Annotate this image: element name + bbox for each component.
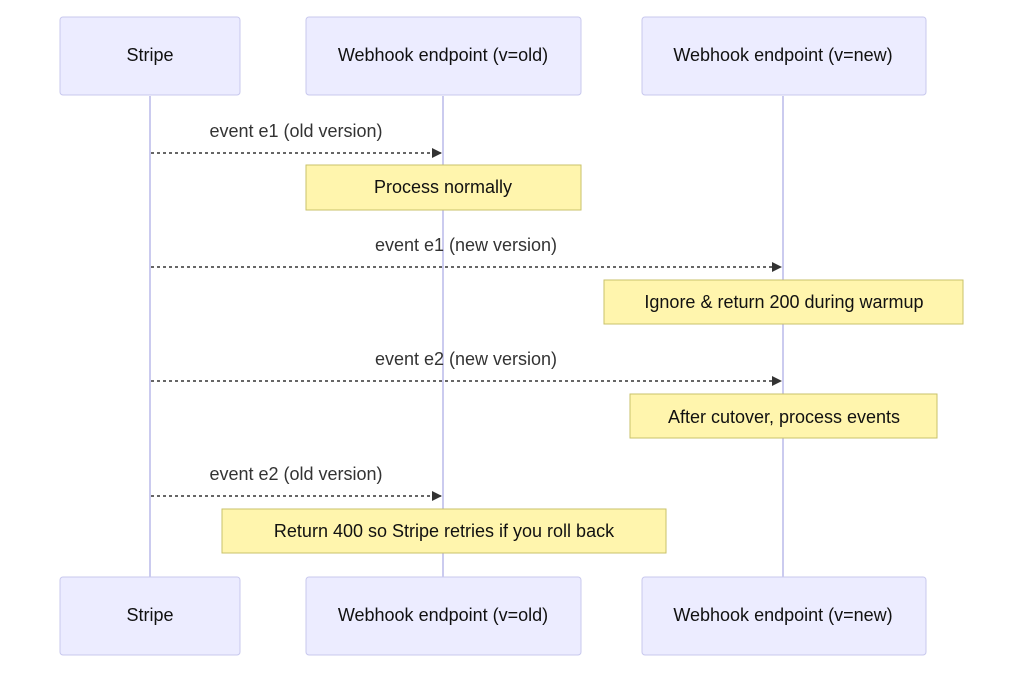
participant-label: Webhook endpoint (v=old) [338, 605, 548, 625]
note-text: Process normally [374, 177, 512, 197]
message-label: event e2 (new version) [375, 349, 557, 369]
participant-webhook-old-top: Webhook endpoint (v=old) [305, 16, 582, 96]
message-label: event e1 (new version) [375, 235, 557, 255]
message-e1-new: event e1 (new version) [151, 235, 782, 272]
participant-stripe-bottom: Stripe [59, 576, 241, 656]
note-text: After cutover, process events [668, 407, 900, 427]
message-label: event e1 (old version) [209, 121, 382, 141]
participant-label: Webhook endpoint (v=new) [673, 605, 892, 625]
message-e2-old: event e2 (old version) [151, 464, 442, 501]
participant-label: Stripe [126, 605, 173, 625]
message-label: event e2 (old version) [209, 464, 382, 484]
participant-label: Webhook endpoint (v=old) [338, 45, 548, 65]
note-ignore-warmup: Ignore & return 200 during warmup [603, 279, 964, 325]
participant-label: Webhook endpoint (v=new) [673, 45, 892, 65]
note-return-400: Return 400 so Stripe retries if you roll… [221, 508, 667, 554]
participant-webhook-new-bottom: Webhook endpoint (v=new) [641, 576, 927, 656]
note-after-cutover: After cutover, process events [629, 393, 938, 439]
participant-webhook-old-bottom: Webhook endpoint (v=old) [305, 576, 582, 656]
note-text: Return 400 so Stripe retries if you roll… [274, 521, 615, 541]
participant-webhook-new-top: Webhook endpoint (v=new) [641, 16, 927, 96]
note-text: Ignore & return 200 during warmup [644, 292, 923, 312]
message-e2-new: event e2 (new version) [151, 349, 782, 386]
message-e1-old: event e1 (old version) [151, 121, 442, 158]
participant-stripe-top: Stripe [59, 16, 241, 96]
note-process-normally: Process normally [305, 164, 582, 211]
participant-label: Stripe [126, 45, 173, 65]
